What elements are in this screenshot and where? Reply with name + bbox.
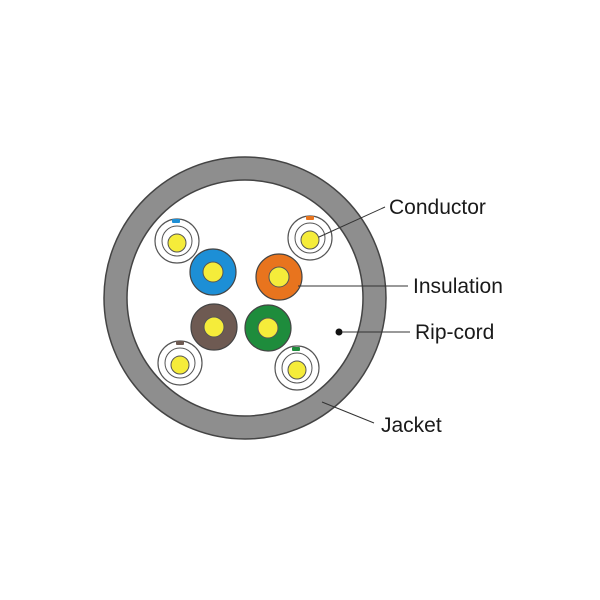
conductor-label: Conductor — [389, 196, 486, 219]
jacket-label: Jacket — [381, 414, 442, 437]
ripcord-label: Rip-cord — [415, 321, 494, 344]
green-stripe — [292, 347, 300, 351]
white-green-conductor — [274, 345, 320, 391]
blue-stripe — [172, 219, 180, 223]
green-conductor — [244, 304, 292, 352]
jacket-leader-line — [321, 401, 375, 424]
insulation-label: Insulation — [413, 275, 503, 298]
conductor-leader-line — [318, 206, 386, 238]
orange-stripe — [306, 216, 314, 220]
blue-conductor — [189, 248, 237, 296]
cable-interior — [126, 179, 364, 417]
white-blue-conductor — [154, 218, 200, 264]
orange-conductor — [255, 253, 303, 301]
brown-conductor — [190, 303, 238, 351]
white-brown-conductor — [157, 340, 203, 386]
ripcord-dot — [335, 328, 343, 336]
brown-stripe — [176, 341, 184, 345]
white-orange-conductor — [287, 215, 333, 261]
